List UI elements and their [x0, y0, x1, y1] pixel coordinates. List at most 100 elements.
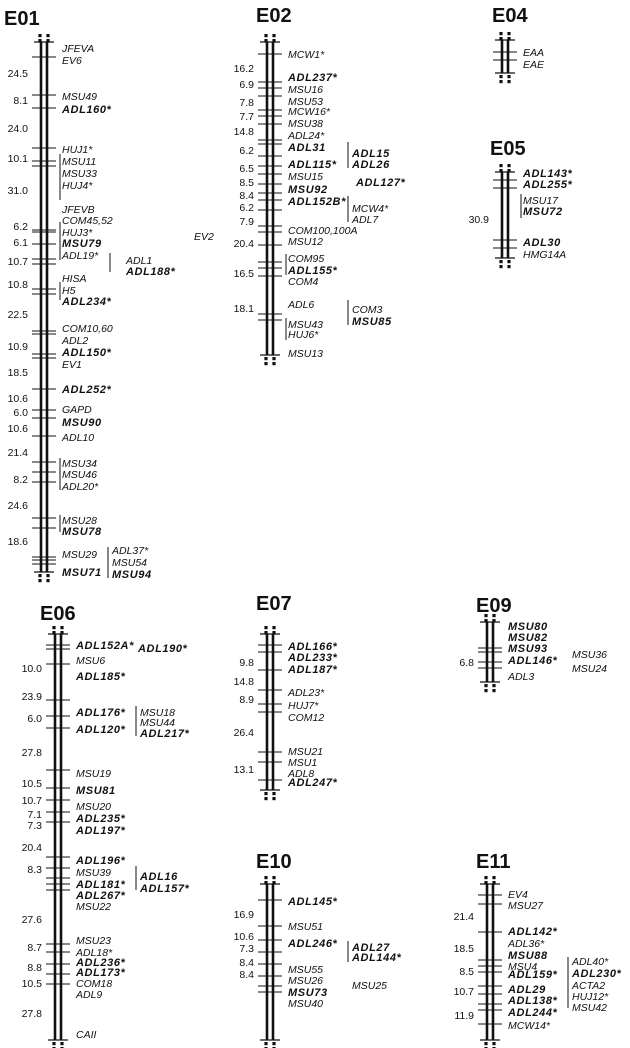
distance-label: 23.9 [22, 691, 43, 703]
distance-label: 10.9 [8, 341, 29, 353]
marker-label: MCW16* [288, 106, 331, 118]
chromosome-end-dot-bottom [507, 75, 511, 79]
distance-label: 27.8 [22, 747, 43, 759]
marker-label: EV1 [62, 359, 82, 371]
marker-label: MSU36 [572, 649, 607, 661]
marker-label: ADL267* [75, 890, 126, 902]
marker-label: MSU81 [76, 785, 116, 797]
distance-label: 9.8 [239, 657, 254, 669]
marker-label: ADL246* [287, 938, 338, 950]
distance-label: 10.6 [8, 393, 29, 405]
chromosome-end-dot-top [507, 169, 511, 173]
marker-label: ADL29 [507, 984, 546, 996]
distance-label: 7.7 [239, 111, 254, 123]
marker-label: ADL1 [125, 255, 152, 267]
chromosome-end-dot-top [264, 34, 268, 38]
distance-label: 8.4 [239, 969, 254, 981]
marker-label: ADL166* [287, 641, 338, 653]
marker-label: ADL185* [75, 671, 126, 683]
marker-label: MCW1* [288, 49, 325, 61]
marker-label: ADL196* [75, 855, 126, 867]
linkage-group-e05: E0530.9ADL143*ADL255*MSU17MSU72ADL30HMG1… [469, 138, 572, 269]
distance-label: 18.5 [8, 367, 29, 379]
distance-label: 10.7 [454, 986, 475, 998]
marker-label: ADL19* [61, 250, 99, 262]
marker-label: MSU12 [288, 236, 323, 248]
distance-label: 26.4 [234, 727, 255, 739]
chromosome-end-dot-top [60, 626, 64, 630]
distance-label: 6.0 [13, 407, 28, 419]
chromosome-end-dot-top [492, 619, 496, 623]
distance-label: 14.8 [234, 126, 255, 138]
distance-label: 24.0 [8, 123, 29, 135]
distance-label: 7.3 [27, 820, 42, 832]
distance-label: 16.9 [234, 909, 255, 921]
chromosome-end-dot-top [52, 626, 56, 630]
marker-label: EV4 [508, 889, 528, 901]
distance-label: 10.7 [8, 256, 29, 268]
marker-label: ADL244* [507, 1007, 558, 1019]
marker-label: EV2 [194, 231, 214, 243]
distance-label: 10.6 [234, 931, 255, 943]
marker-label: HUJ3* [62, 227, 93, 239]
distance-label: 10.5 [22, 778, 43, 790]
marker-label: MSU42 [572, 1002, 607, 1014]
marker-label: EAE [523, 59, 545, 71]
chromosome-end-dot-top [60, 631, 64, 635]
marker-label: MSU6 [76, 655, 105, 667]
marker-label: ADL27 [351, 942, 390, 954]
marker-label: HISA [62, 273, 87, 285]
marker-label: ADL146* [507, 655, 558, 667]
marker-label: MSU54 [112, 557, 147, 569]
distance-label: 20.4 [22, 842, 43, 854]
distance-label: 30.9 [469, 214, 490, 226]
marker-label: MSU20 [76, 801, 111, 813]
marker-label: MSU82 [508, 632, 548, 644]
linkage-group-e10: E1016.910.67.38.48.4ADL145*MSU51ADL246*A… [234, 851, 402, 1048]
distance-label: 10.7 [22, 795, 43, 807]
chromosome-end-dot-top [272, 881, 276, 885]
marker-label: CAII [76, 1029, 97, 1041]
marker-label: GAPD [62, 404, 92, 416]
marker-label: COM4 [288, 276, 318, 288]
distance-label: 24.5 [8, 68, 29, 80]
chromosome-end-dot-top [484, 619, 488, 623]
marker-label: ACTA2 [571, 980, 605, 992]
marker-label: ADL26 [351, 159, 390, 171]
distance-label: 8.2 [13, 474, 28, 486]
chromosome-end-dot-bottom [272, 357, 276, 361]
chromosome-end-dot-bottom [492, 684, 496, 688]
distance-label: 6.2 [239, 145, 254, 157]
marker-label: ADL31 [287, 142, 326, 154]
marker-label: HUJ4* [62, 180, 93, 192]
distance-label: 6.8 [459, 657, 474, 669]
marker-label: ADL190* [137, 643, 188, 655]
distance-label: 16.2 [234, 63, 255, 75]
marker-label: MSU46 [62, 469, 97, 481]
marker-label: ADL144* [351, 952, 402, 964]
chromosome-end-dot-top [484, 614, 488, 618]
chromosome-end-dot-bottom [38, 574, 42, 578]
chromosome-end-dot-bottom [492, 689, 496, 693]
marker-label: ADL157* [139, 883, 190, 895]
linkage-group-e06: E0610.023.96.027.810.510.77.17.320.48.32… [22, 603, 190, 1048]
marker-label: HUJ12* [572, 991, 609, 1003]
marker-label: ADL230* [571, 968, 622, 980]
marker-label: COM3 [352, 304, 382, 316]
chromosome-end-dot-bottom [52, 1042, 56, 1046]
group-title: E10 [256, 851, 292, 873]
distance-label: 18.5 [454, 943, 475, 955]
marker-label: MSU94 [112, 569, 152, 581]
marker-label: ADL176* [75, 707, 126, 719]
distance-label: 6.2 [13, 221, 28, 233]
distance-label: 7.1 [27, 809, 42, 821]
distance-label: 10.6 [8, 423, 29, 435]
marker-label: ADL152B* [287, 196, 346, 208]
chromosome-end-dot-top [264, 39, 268, 43]
marker-label: MSU21 [288, 746, 323, 758]
marker-label: COM95 [288, 253, 324, 265]
linkage-group-e11: E1121.418.58.510.711.9EV4MSU27ADL142*ADL… [454, 851, 622, 1048]
marker-label: MSU1 [288, 757, 317, 769]
